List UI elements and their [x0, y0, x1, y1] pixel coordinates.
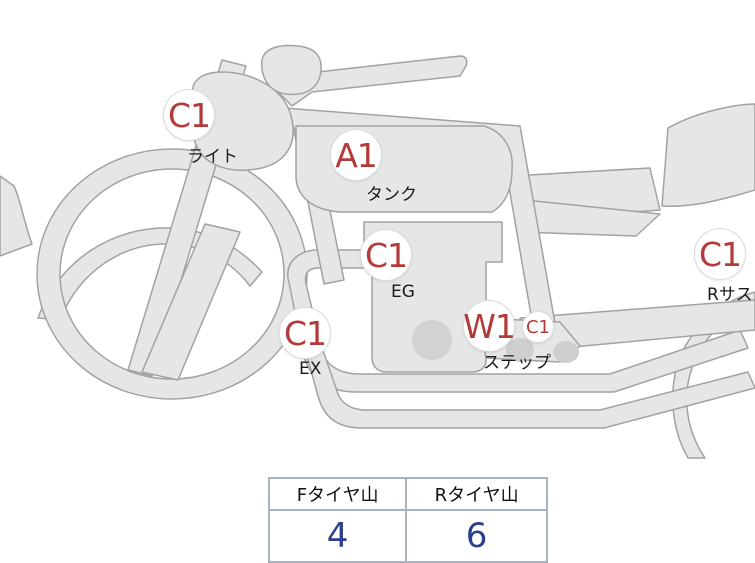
rear-seat: [661, 103, 755, 208]
exhaust-label: EX: [299, 359, 322, 379]
light-grade-badge: C1: [164, 90, 214, 140]
exhaust-pipe-lower: [299, 329, 755, 429]
step-secondary-grade-badge: C1: [523, 312, 553, 342]
rear-suspension-label: Rサス: [707, 285, 753, 305]
headlight: [192, 71, 294, 171]
fork-guard: [141, 223, 241, 381]
engine-cover: [412, 320, 452, 360]
step-peg-2: [553, 341, 579, 363]
step-grade-badge: W1: [463, 301, 516, 351]
rear-tire-header: Rタイヤ山: [405, 477, 548, 511]
engine-grade-badge: C1: [361, 230, 411, 280]
tire-tread-table: Fタイヤ山 Rタイヤ山 4 6: [267, 477, 548, 563]
tank-label: タンク: [366, 185, 417, 205]
front-tire-value: 4: [267, 509, 408, 563]
engine-label: EG: [391, 282, 415, 302]
handlebar: [277, 55, 468, 107]
step-label: ステップ: [483, 353, 551, 373]
tire-table-header-row: Fタイヤ山 Rタイヤ山: [267, 477, 548, 511]
rear-suspension-grade-badge: C1: [695, 229, 745, 279]
rear-tire-value: 6: [405, 509, 548, 563]
light-label: ライト: [187, 147, 238, 167]
tire-table-value-row: 4 6: [267, 509, 548, 563]
front-edge-shape: [0, 175, 33, 257]
tank-grade-badge: A1: [331, 130, 381, 180]
front-tire-header: Fタイヤ山: [267, 477, 408, 511]
exhaust-grade-badge: C1: [280, 308, 330, 358]
handlebar-clamp: [261, 44, 322, 96]
